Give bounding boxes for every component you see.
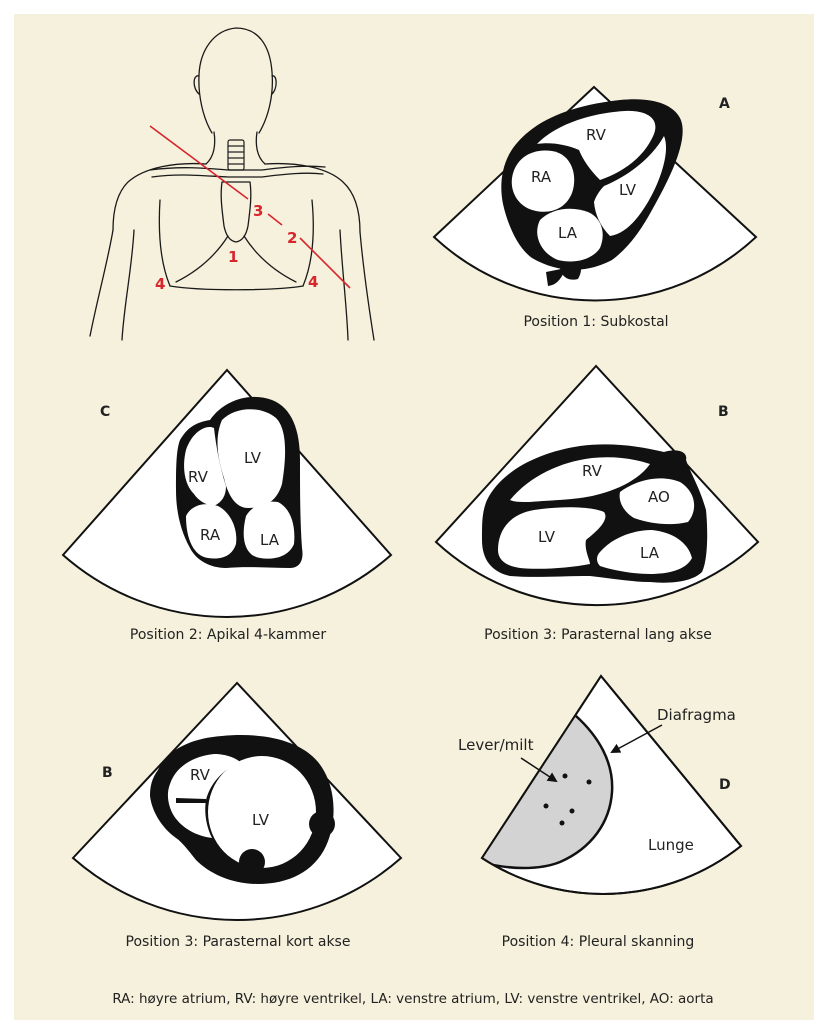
caption-b-short: Position 3: Parasternal kort akse — [126, 934, 351, 950]
panel-letter-d: D — [719, 777, 731, 793]
label-ra-c: RA — [200, 526, 221, 544]
label-diafragma: Diafragma — [657, 706, 736, 724]
panel-letter-b-short: B — [102, 765, 113, 781]
papillary-muscle-right — [309, 811, 335, 837]
speckle — [587, 780, 592, 785]
label-lv-b-short: LV — [252, 811, 270, 829]
position-number-4-left: 4 — [155, 275, 165, 293]
caption-b-long: Position 3: Parasternal lang akse — [484, 627, 712, 643]
caption-a: Position 1: Subkostal — [523, 314, 668, 330]
label-la-c: LA — [260, 531, 280, 549]
label-la-a: LA — [558, 224, 578, 242]
panel-letter-c: C — [100, 404, 110, 420]
caption-d: Position 4: Pleural skanning — [502, 934, 695, 950]
panel-letter-a: A — [719, 96, 730, 112]
label-la-b-long: LA — [640, 544, 660, 562]
label-lv-c: LV — [244, 449, 262, 467]
label-lv-b-long: LV — [538, 528, 556, 546]
position-number-3: 3 — [253, 202, 263, 220]
label-lv-a: LV — [619, 181, 637, 199]
panel-letter-b-long: B — [718, 404, 729, 420]
speckle — [570, 809, 575, 814]
caption-c: Position 2: Apikal 4-kammer — [130, 627, 326, 643]
speckle — [563, 774, 568, 779]
label-lunge: Lunge — [648, 836, 694, 854]
speckle — [544, 804, 549, 809]
label-lever-milt: Lever/milt — [458, 736, 534, 754]
label-rv-a: RV — [586, 126, 607, 144]
label-rv-b-long: RV — [582, 462, 603, 480]
label-ra-a: RA — [531, 168, 552, 186]
position-number-4-right: 4 — [308, 273, 318, 291]
position-number-1: 1 — [228, 248, 238, 266]
speckle — [560, 821, 565, 826]
label-ao-b-long: AO — [648, 488, 670, 506]
abbreviation-footnote: RA: høyre atrium, RV: høyre ventrikel, L… — [112, 991, 713, 1007]
label-rv-b-short: RV — [190, 766, 211, 784]
position-number-2: 2 — [287, 229, 297, 247]
label-rv-c: RV — [188, 468, 209, 486]
papillary-muscle-bottom — [239, 849, 265, 875]
